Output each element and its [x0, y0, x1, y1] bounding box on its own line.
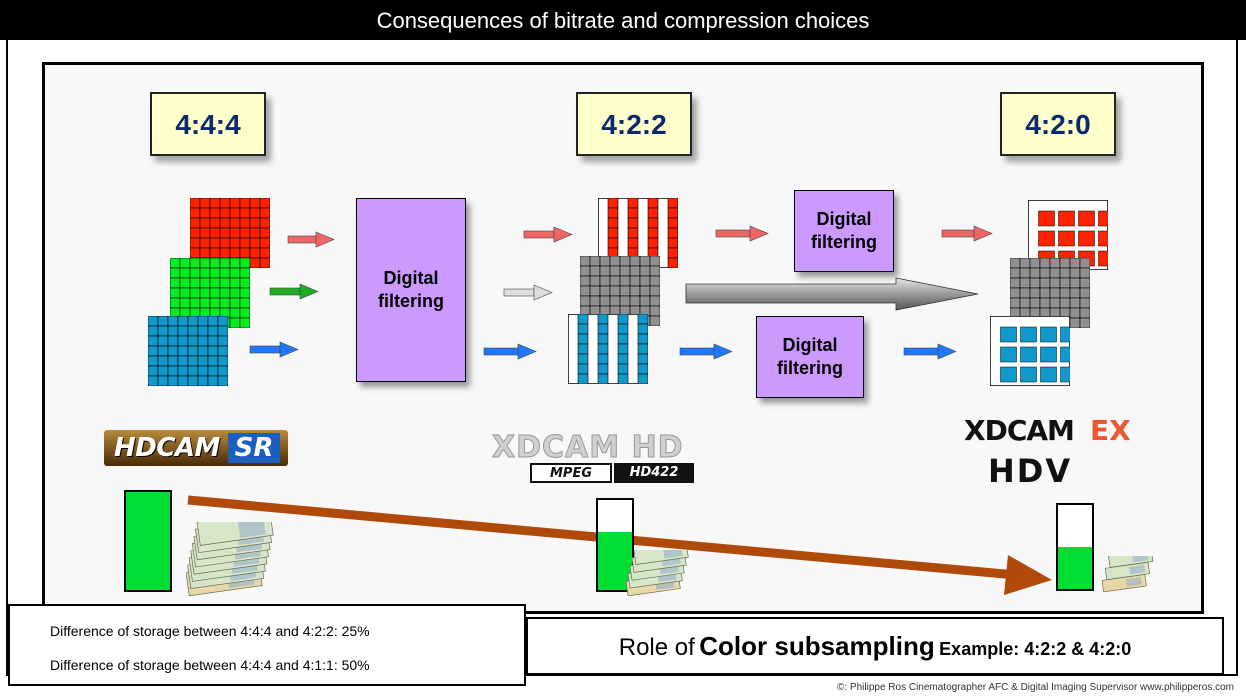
- arrow-gray-long: [685, 277, 979, 311]
- money-stack-small: [1102, 556, 1154, 592]
- arrow-green-444: [269, 283, 319, 300]
- digital-filtering-box-red: Digital filtering: [794, 190, 894, 272]
- role-bold: Color subsampling: [699, 631, 935, 661]
- money-stack-medium: [626, 550, 689, 596]
- ratio-444-box: 4:4:4: [150, 92, 266, 156]
- hdv-text: HDV: [988, 452, 1073, 490]
- storage-bar-422: [596, 498, 634, 592]
- ratio-422-label: 4:2:2: [601, 109, 667, 140]
- money-stack-large: [186, 522, 274, 596]
- storage-difference-box: Difference of storage between 4:4:4 and …: [8, 604, 526, 686]
- hdcam-text: HDCAM: [114, 433, 220, 463]
- arrow-blue-422: [483, 343, 537, 360]
- digital-filtering-box-main: Digital filtering: [356, 198, 466, 382]
- storage-bar-444: [124, 490, 172, 592]
- storage-bar-420: [1056, 503, 1094, 591]
- hdcam-sr-logo: HDCAM SR: [104, 430, 288, 466]
- role-prefix: Role of: [618, 634, 695, 661]
- ratio-420-box: 4:2:0: [1000, 92, 1116, 156]
- ratio-444-label: 4:4:4: [175, 109, 241, 140]
- arrow-red-to-filter: [715, 225, 769, 242]
- filter-blue-line2: filtering: [777, 358, 843, 378]
- role-example: Example: 4:2:2 & 4:2:0: [939, 639, 1132, 659]
- arrow-blue-to-filter: [679, 343, 733, 360]
- storage-fill-444: [126, 492, 170, 590]
- grid-422-blue: [568, 314, 648, 384]
- digital-filtering-box-blue: Digital filtering: [756, 316, 864, 398]
- mpeg-text: MPEG: [530, 463, 612, 483]
- grid-444-blue: [148, 316, 228, 386]
- arrow-blue-444: [249, 341, 299, 358]
- ex-text: EX: [1090, 414, 1131, 447]
- hd422-text: HD422: [614, 463, 694, 483]
- hdv-logo: HDV: [988, 452, 1118, 490]
- outer-frame: [6, 40, 1238, 676]
- filter-main-line1: Digital: [383, 267, 439, 288]
- filter-main-line2: filtering: [378, 291, 444, 311]
- filter-blue-line1: Digital: [782, 334, 838, 355]
- grid-420-blue: [990, 316, 1070, 386]
- grid-444-red: [190, 198, 270, 268]
- arrow-red-422: [523, 226, 573, 243]
- filter-red-line1: Digital: [816, 208, 872, 229]
- grid-444-green: [170, 258, 250, 328]
- arrow-gray-422: [503, 284, 553, 301]
- ratio-422-box: 4:2:2: [576, 92, 692, 156]
- arrow-blue-420: [903, 343, 957, 360]
- role-caption-box: Role of Color subsampling Example: 4:2:2…: [526, 617, 1224, 675]
- storage-note-411: Difference of storage between 4:4:4 and …: [50, 657, 370, 673]
- page-title: Consequences of bitrate and compression …: [376, 8, 870, 33]
- arrow-red-444: [287, 231, 335, 248]
- xdcam-ex-text: XDCAM: [964, 414, 1075, 447]
- credit-line: ©: Philippe Ros Cinematographer AFC & Di…: [837, 682, 1234, 693]
- title-bar: Consequences of bitrate and compression …: [0, 0, 1246, 40]
- xdcam-ex-logo: XDCAM EX: [964, 414, 1144, 448]
- filter-red-line2: filtering: [811, 232, 877, 252]
- mpeg-hd422-logo: MPEG HD422: [530, 463, 700, 483]
- sr-badge: SR: [228, 433, 280, 463]
- ratio-420-label: 4:2:0: [1025, 109, 1091, 140]
- xdcam-hd-logo: XDCAM HD: [492, 430, 752, 466]
- arrow-red-420: [941, 225, 993, 242]
- xdcam-hd-text: XDCAM HD: [492, 430, 684, 466]
- storage-note-422: Difference of storage between 4:4:4 and …: [50, 623, 370, 639]
- storage-fill-420: [1058, 547, 1092, 589]
- grid-420-gray: [1010, 258, 1090, 328]
- storage-fill-422: [598, 532, 632, 590]
